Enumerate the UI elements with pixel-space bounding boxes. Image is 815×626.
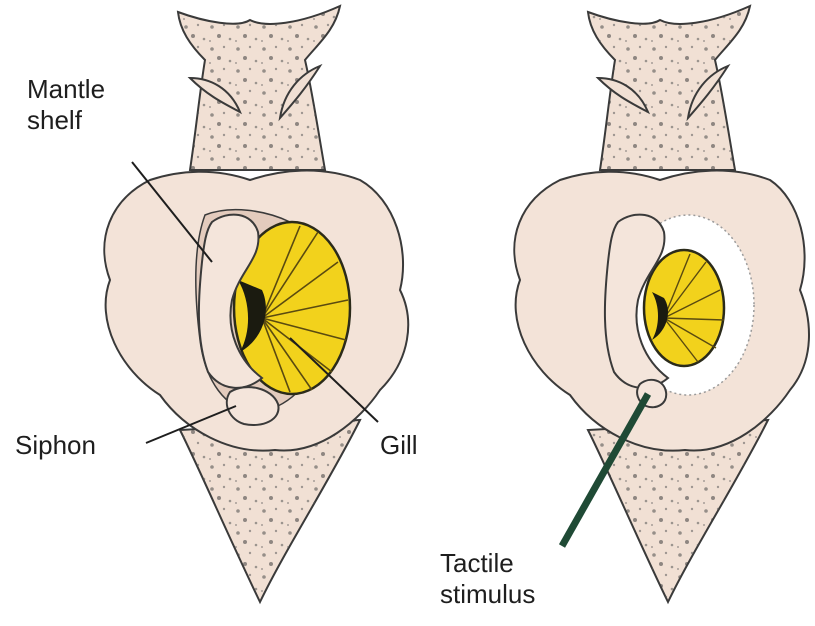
- label-mantle-shelf-line2: shelf: [27, 105, 105, 136]
- label-mantle-shelf-line1: Mantle: [27, 74, 105, 105]
- label-mantle-shelf: Mantle shelf: [27, 74, 105, 136]
- label-tactile-line2: stimulus: [440, 579, 535, 610]
- label-siphon: Siphon: [15, 430, 96, 461]
- aplysia-left: [104, 6, 408, 602]
- label-tactile-line1: Tactile: [440, 548, 535, 579]
- label-gill: Gill: [380, 430, 418, 461]
- aplysia-right: [514, 6, 809, 602]
- label-tactile-stimulus: Tactile stimulus: [440, 548, 535, 610]
